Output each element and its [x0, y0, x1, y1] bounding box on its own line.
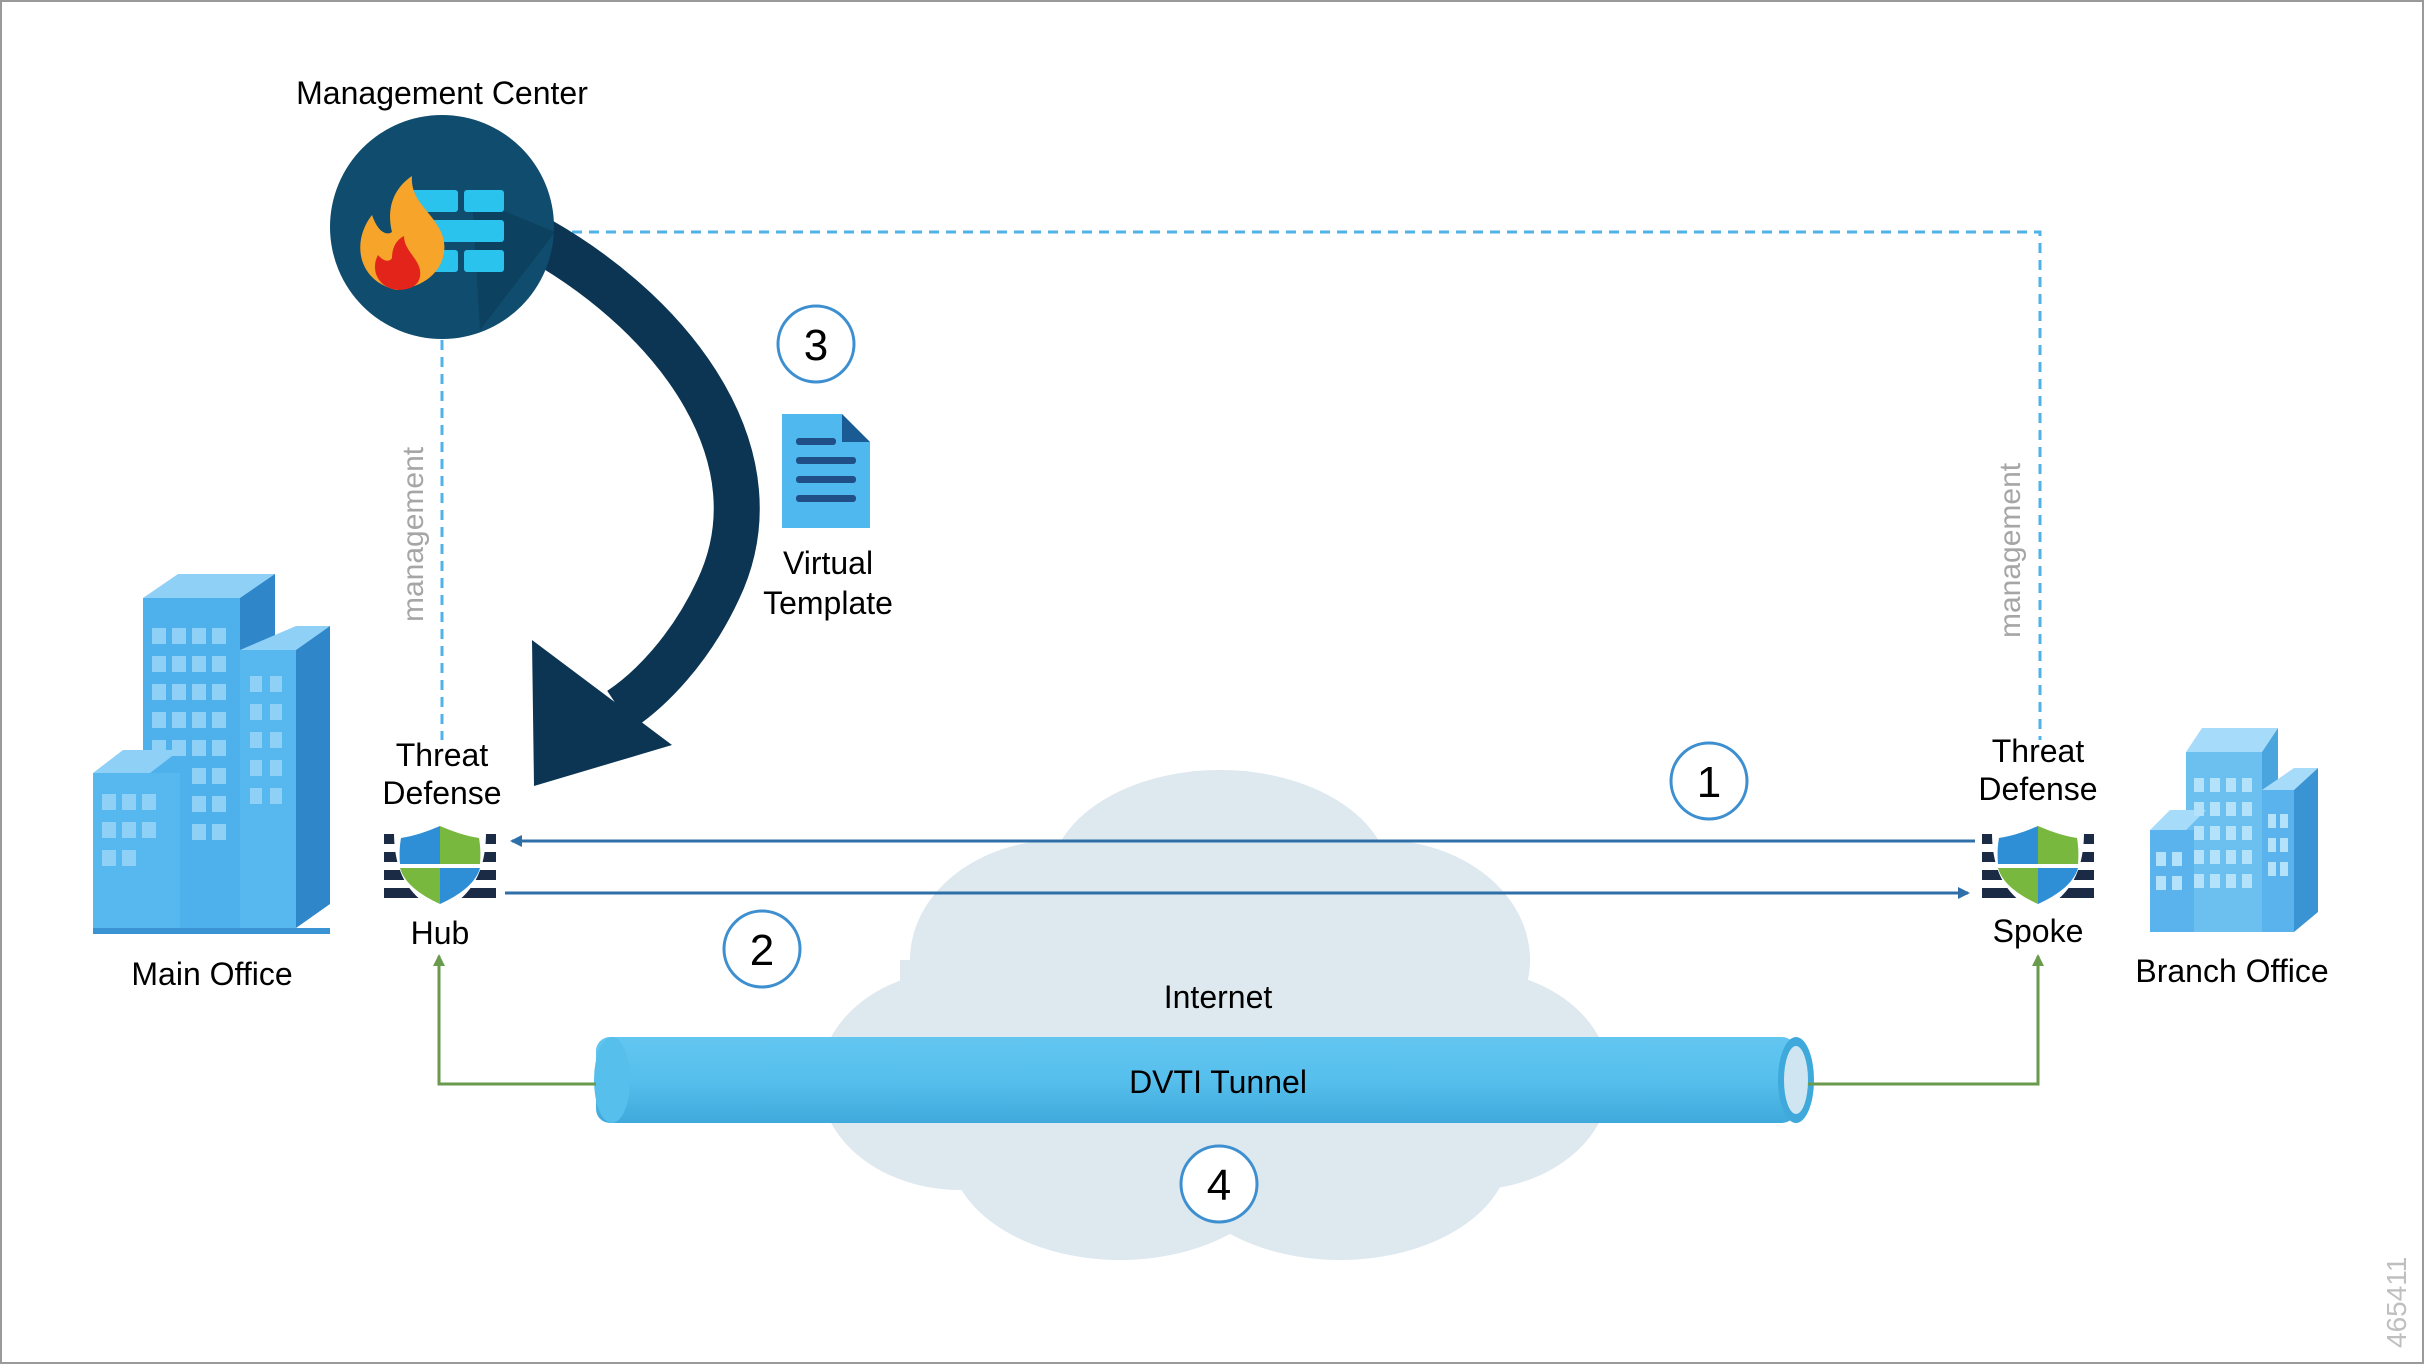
virtual-template-line-1: Virtual [783, 545, 873, 581]
step-3-circle [776, 304, 856, 384]
step-1-number: 1 [1697, 758, 1721, 807]
hub-title-line-2: Defense [382, 775, 501, 811]
hub-threat-defense-icon [384, 818, 496, 912]
spoke-role-label: Spoke [1993, 913, 2084, 949]
hub-title-line-1: Threat [396, 737, 489, 773]
virtual-template-line-2: Template [763, 585, 893, 621]
dvti-tunnel [594, 1037, 1814, 1123]
spoke-title-line-2: Defense [1978, 771, 2097, 807]
step-4-number: 4 [1207, 1161, 1231, 1210]
step-2-number: 2 [750, 926, 774, 975]
management-center-label: Management Center [296, 75, 588, 111]
tunnel-to-hub-arrow [433, 954, 596, 1086]
branch-office-label: Branch Office [2135, 953, 2328, 989]
step-4-circle [1179, 1144, 1259, 1224]
hub-role-label: Hub [411, 915, 470, 951]
step-1-circle [1669, 741, 1749, 821]
management-links [440, 230, 2042, 740]
document-icon [782, 414, 870, 528]
step-circles [722, 304, 1749, 1224]
internet-label: Internet [1164, 979, 1273, 1015]
hub-spoke-arrows [505, 835, 1975, 899]
main-office-building-icon [93, 574, 330, 934]
management-line-right [555, 230, 2042, 740]
step-3-number: 3 [804, 321, 828, 370]
management-center-icon [330, 115, 555, 339]
spoke-threat-defense-icon [1982, 818, 2094, 912]
management-label-left: management [397, 446, 430, 622]
spoke-title-line-1: Threat [1992, 733, 2085, 769]
main-office-label: Main Office [131, 956, 292, 992]
branch-office-building-icon [2150, 728, 2318, 932]
tunnel-connectors [433, 954, 2044, 1086]
tunnel-label: DVTI Tunnel [1129, 1064, 1307, 1100]
step-2-circle [722, 909, 802, 989]
management-label-right: management [1994, 462, 2027, 638]
push-config-curved-arrow [528, 220, 760, 786]
figure-id: 465411 [2381, 1257, 2412, 1348]
tunnel-to-spoke-arrow [1808, 954, 2044, 1086]
